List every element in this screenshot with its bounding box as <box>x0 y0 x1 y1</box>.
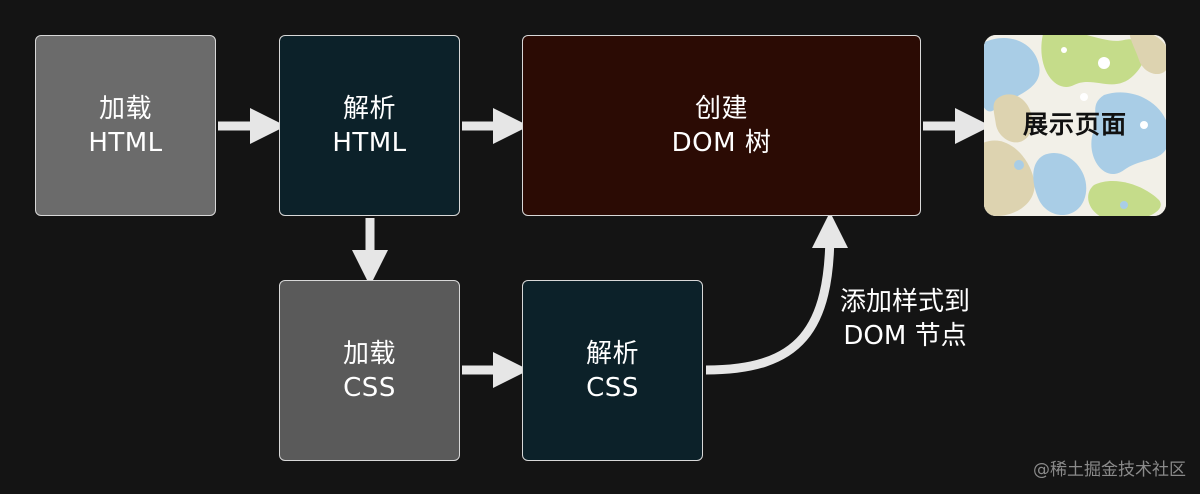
node-load-html: 加载 HTML <box>35 35 216 216</box>
node-display-page-label: 展示页面 <box>1022 110 1127 139</box>
node-load-css-line2: CSS <box>343 372 396 403</box>
node-load-html-line2: HTML <box>88 127 163 158</box>
watermark: @稀土掘金技术社区 <box>1033 460 1186 480</box>
node-create-dom: 创建 DOM 树 <box>522 35 921 216</box>
node-parse-html-line1: 解析 <box>342 93 396 124</box>
node-load-html-line1: 加载 <box>98 93 152 124</box>
edge-label-line2: DOM 节点 <box>843 321 967 351</box>
node-create-dom-line1: 创建 <box>694 93 748 124</box>
node-parse-css-line2: CSS <box>586 372 639 403</box>
display-page-pattern <box>984 35 1166 216</box>
node-load-css: 加载 CSS <box>279 280 460 461</box>
node-display-page: 展示页面 <box>984 35 1166 216</box>
arrow-parse-css-to-create-dom <box>705 212 848 375</box>
node-create-dom-line2: DOM 树 <box>671 127 772 158</box>
node-parse-css: 解析 CSS <box>522 280 703 461</box>
edge-label-add-styles: 添加样式到 DOM 节点 <box>820 285 990 353</box>
node-load-css-line1: 加载 <box>342 338 396 369</box>
edge-label-line1: 添加样式到 <box>839 287 970 317</box>
node-parse-html: 解析 HTML <box>279 35 460 216</box>
node-parse-css-line1: 解析 <box>585 338 639 369</box>
node-parse-html-line2: HTML <box>332 127 407 158</box>
